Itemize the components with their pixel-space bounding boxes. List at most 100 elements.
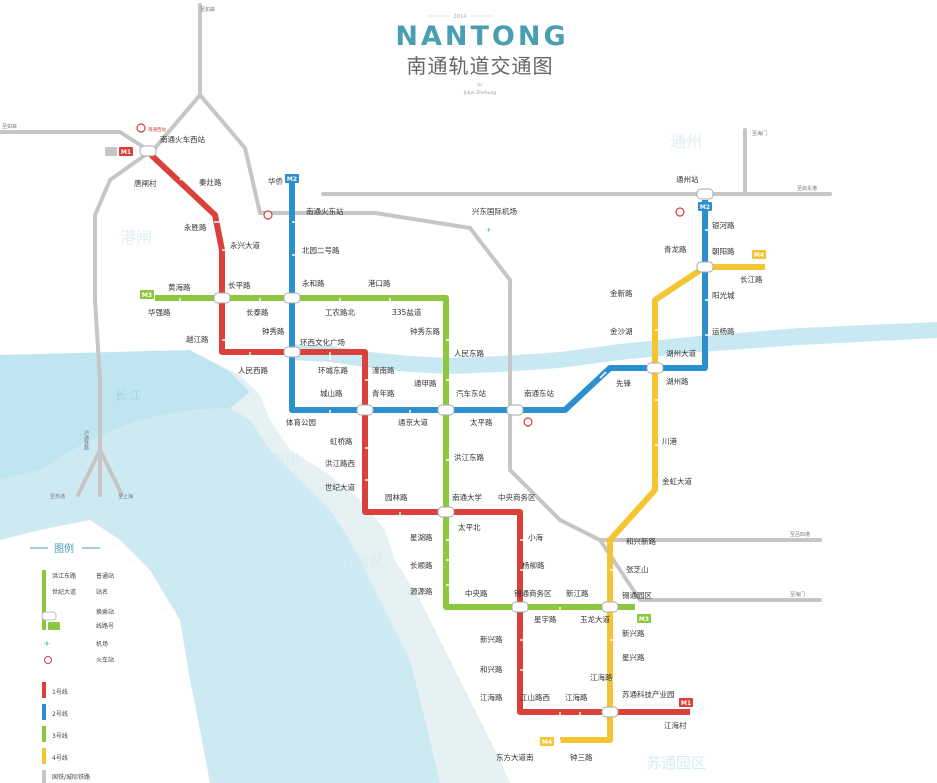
station-yuanyuan[interactable]: 源源路 [410, 586, 433, 596]
station-tongzhou-rail[interactable]: 通州站 [676, 174, 699, 184]
station-taiping-north[interactable]: 太平北 [458, 522, 481, 532]
rail-label-ntxz: 南通西站 [148, 126, 166, 133]
interchange-qingnian[interactable] [356, 404, 374, 416]
station-ntxz[interactable]: 南通火车西站 [160, 134, 205, 144]
interchange-chaoyang[interactable] [696, 261, 714, 273]
station-renmin-west[interactable]: 人民西路 [238, 365, 268, 375]
station-yongsheng[interactable]: 永胜路 [184, 222, 207, 232]
station-jianghai[interactable]: 江海路 [480, 692, 503, 702]
station-huzhou[interactable]: 湖州路 [666, 376, 689, 386]
station-chuangang[interactable]: 川港 [662, 436, 677, 446]
station-coach-east[interactable]: 汽车东站 [456, 388, 486, 398]
interchange-stit[interactable] [601, 706, 619, 718]
station-st-industrial[interactable]: 锡通园区 [622, 590, 652, 600]
station-hongjiang-west[interactable]: 洪江路西 [325, 458, 355, 468]
interchange-huzhou[interactable] [646, 362, 664, 374]
interchange-cultural-square[interactable] [283, 346, 301, 358]
station-yandao-335[interactable]: 335盐道 [392, 307, 422, 317]
station-jinhong[interactable]: 金虹大道 [662, 476, 692, 486]
station-nt-east-rail[interactable]: 南通火东站 [306, 206, 344, 216]
station-qinglong[interactable]: 青龙路 [664, 244, 687, 254]
station-yongxing[interactable]: 永兴大道 [230, 240, 260, 250]
station-xitong-cbd[interactable]: 锡通商务区 [514, 588, 552, 598]
station-gongnong-north[interactable]: 工农路北 [325, 307, 355, 317]
station-qingnian[interactable]: 青年路 [372, 388, 395, 398]
station-xinxing-2[interactable]: 新兴路 [622, 628, 645, 638]
station-xianfeng[interactable]: 先锋 [616, 378, 631, 388]
station-cbd[interactable]: 中央商务区 [498, 492, 536, 502]
station-gangkou[interactable]: 港口路 [368, 278, 391, 288]
station-jinsha-lake[interactable]: 金沙湖 [610, 326, 633, 336]
station-xinjiang[interactable]: 新江路 [566, 588, 589, 598]
station-changtai[interactable]: 长泰路 [246, 307, 269, 317]
station-renmin-east[interactable]: 人民东路 [454, 348, 484, 358]
interchange-ntdx[interactable] [437, 506, 455, 518]
station-yulong[interactable]: 玉龙大道 [580, 614, 610, 624]
station-stit-park[interactable]: 苏通科技产业园 [622, 689, 675, 699]
station-hexing[interactable]: 和兴路 [480, 664, 503, 674]
station-huaqiang[interactable]: 华强路 [148, 307, 171, 317]
station-yangliu[interactable]: 杨柳路 [522, 560, 545, 570]
station-zhongsan[interactable]: 钟三路 [570, 752, 593, 762]
station-yuanlin[interactable]: 园林路 [385, 492, 408, 502]
station-jinxin[interactable]: 金新路 [610, 288, 633, 298]
station-cultural-square[interactable]: 环西文化广场 [300, 337, 345, 347]
interchange-xitong[interactable] [511, 601, 529, 613]
station-jianghai-village[interactable]: 江海村 [664, 720, 687, 730]
interchange-changping[interactable] [213, 292, 231, 304]
station-huanghai[interactable]: 黄海路 [168, 282, 191, 292]
station-zhongxiu[interactable]: 钟秀路 [262, 326, 285, 336]
interchange-ntxz[interactable] [139, 145, 157, 157]
station-hongqiao[interactable]: 虹桥路 [330, 436, 353, 446]
interchange-tongzhou[interactable] [696, 188, 714, 200]
station-changping[interactable]: 长平路 [228, 280, 251, 290]
station-east-avenue[interactable]: 东方大道南 [496, 752, 534, 762]
station-yangguang[interactable]: 阳光城 [712, 290, 735, 300]
station-changshun[interactable]: 长顺路 [410, 560, 433, 570]
station-haonan[interactable]: 濠南路 [372, 365, 395, 375]
station-central-road[interactable]: 中央路 [465, 588, 488, 598]
station-zhangzhishan[interactable]: 张芝山 [626, 564, 649, 574]
station-yuejiang[interactable]: 越江路 [186, 334, 209, 344]
station-east-rail[interactable]: 南通东站 [524, 388, 554, 398]
station-tongjing[interactable]: 通京大道 [398, 417, 428, 427]
station-jiangshan-west[interactable]: 江山路西 [520, 692, 550, 702]
interchange-coach-station[interactable] [437, 404, 455, 416]
station-nt-university[interactable]: 南通大学 [452, 492, 482, 502]
station-chengshan[interactable]: 城山路 [320, 388, 343, 398]
station-tangzhacun[interactable]: 唐闸村 [134, 178, 157, 188]
station-hongjiang-east[interactable]: 洪江东路 [454, 452, 484, 462]
station-yinhe[interactable]: 银河路 [712, 220, 735, 230]
interchange-east-rail[interactable] [506, 404, 524, 416]
station-qinzao[interactable]: 秦灶路 [199, 177, 222, 187]
station-huaqiao[interactable]: 华侨 [268, 176, 283, 186]
station-xinxing[interactable]: 新兴路 [480, 634, 503, 644]
station-beiyuan-2[interactable]: 北园二号路 [302, 245, 340, 255]
station-changjiang[interactable]: 长江路 [740, 274, 763, 284]
line-m1 [145, 149, 690, 715]
interchange-yonghe[interactable] [283, 292, 301, 304]
station-jianghai-2[interactable]: 江海路 [565, 692, 588, 702]
station-huzhou-avenue[interactable]: 湖州大道 [666, 348, 696, 358]
station-zhongxiu-east[interactable]: 钟秀东路 [410, 326, 440, 336]
legend-line-m4 [42, 748, 46, 764]
station-xingxing[interactable]: 星兴路 [622, 652, 645, 662]
interchange-st-park[interactable] [601, 601, 619, 613]
station-airport[interactable]: 兴东国际机场 [472, 206, 517, 216]
station-jiangzhi[interactable]: 江海路 [590, 672, 613, 682]
station-pe-park[interactable]: 体育公园 [286, 417, 316, 427]
station-yonghe[interactable]: 永和路 [302, 278, 325, 288]
rail-to-east [198, 93, 292, 215]
station-tongjia[interactable]: 通甲路 [414, 378, 437, 388]
station-xinghu[interactable]: 星湖路 [410, 532, 433, 542]
station-hexing-new[interactable]: 和兴新路 [626, 536, 656, 546]
station-huancheng-east[interactable]: 环城东路 [318, 365, 348, 375]
station-xingyu[interactable]: 星宇路 [534, 614, 557, 624]
legend-item-1-desc: 站名 [96, 588, 108, 596]
station-xiaohai[interactable]: 小海 [528, 532, 543, 542]
station-yunyang[interactable]: 运杨路 [712, 326, 735, 336]
badge-rail-west [105, 147, 117, 156]
station-chaoyang[interactable]: 朝阳路 [712, 246, 735, 256]
station-century-avenue[interactable]: 世纪大道 [325, 482, 355, 492]
station-taiping[interactable]: 太平路 [470, 417, 493, 427]
